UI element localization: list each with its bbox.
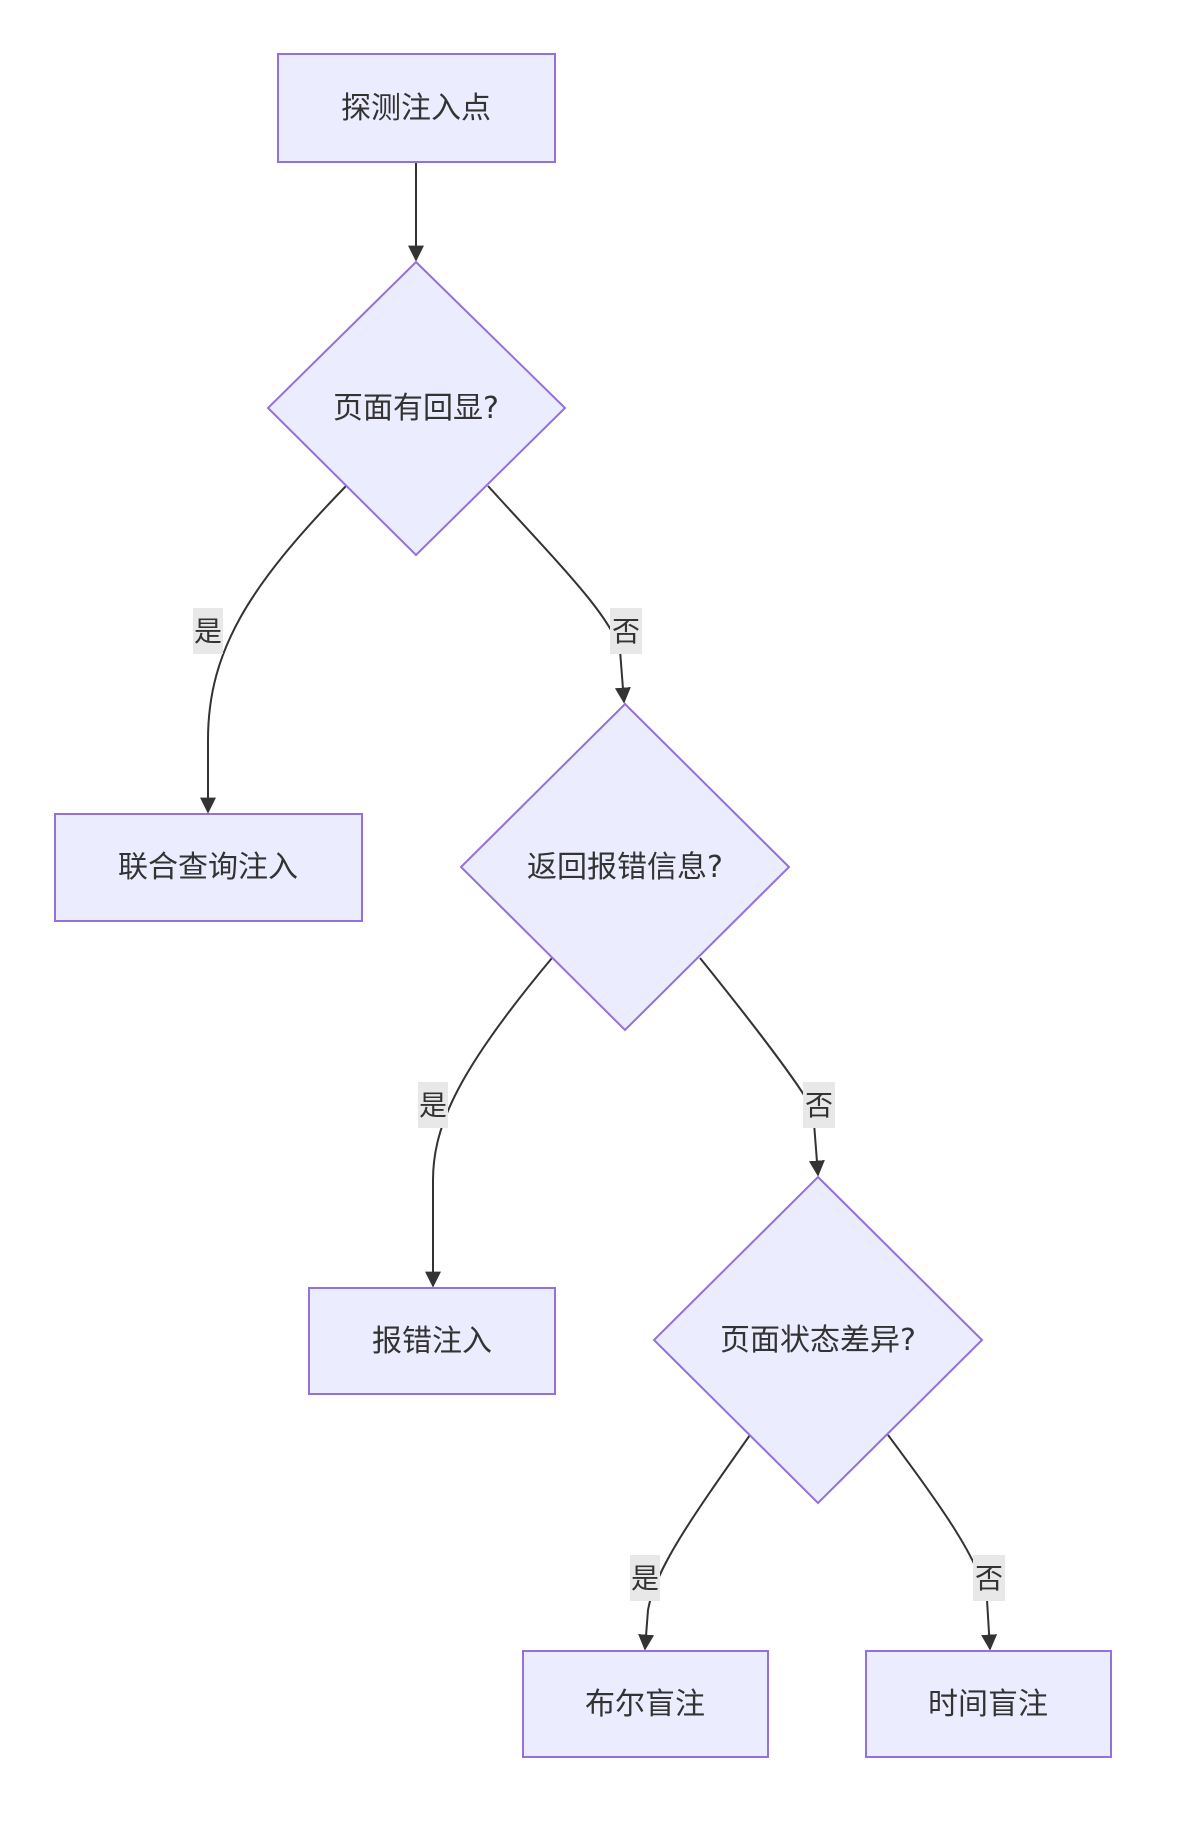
edge-label-no-1: 否: [610, 608, 642, 654]
edge-label-text: 否: [975, 1562, 1003, 1595]
edge-label-yes-1: 是: [193, 608, 223, 654]
node-label: 时间盲注: [928, 1687, 1048, 1722]
edge-diff-to-time: [887, 1434, 998, 1651]
edge-error-to-diff: [699, 957, 825, 1177]
node-label: 页面有回显?: [333, 391, 499, 426]
edge-error-to-errorinj: [425, 957, 553, 1288]
node-union-query-injection: 联合查询注入: [54, 813, 363, 922]
edge-label-yes-3: 是: [630, 1555, 660, 1601]
edge-label-text: 是: [419, 1089, 447, 1122]
edge-diff-to-bool: [638, 1434, 751, 1651]
node-detect-injection-point: 探测注入点: [277, 53, 556, 163]
edge-label-text: 否: [805, 1089, 833, 1122]
nodes: 探测注入点 页面有回显? 联合查询注入 返回报错信息? 报错注入 页面状态差异?…: [54, 53, 1112, 1758]
node-label: 布尔盲注: [585, 1687, 705, 1722]
decision-page-state-diff: 页面状态差异?: [652, 1175, 984, 1505]
node-label: 探测注入点: [341, 91, 491, 126]
decision-page-echo: 页面有回显?: [266, 260, 567, 557]
node-error-injection: 报错注入: [308, 1287, 556, 1395]
edge-label-text: 否: [612, 615, 640, 648]
node-time-blind-injection: 时间盲注: [865, 1650, 1112, 1758]
edge-label-no-2: 否: [803, 1082, 835, 1128]
edge-label-yes-2: 是: [418, 1082, 448, 1128]
node-label: 页面状态差异?: [720, 1323, 916, 1358]
node-label: 报错注入: [372, 1324, 492, 1359]
node-label: 返回报错信息?: [527, 850, 723, 885]
edge-label-no-3: 否: [973, 1555, 1005, 1601]
decision-error-message: 返回报错信息?: [459, 702, 791, 1032]
node-label: 联合查询注入: [118, 850, 298, 885]
edge-label-text: 是: [631, 1562, 659, 1595]
edge-label-text: 是: [194, 615, 222, 648]
edge-echo-to-union: [200, 485, 347, 814]
edges: [200, 162, 998, 1651]
node-boolean-blind-injection: 布尔盲注: [522, 1650, 769, 1758]
edge-labels: 是 否 是 否 是 否: [193, 608, 1005, 1601]
edge-echo-to-error: [487, 485, 631, 704]
